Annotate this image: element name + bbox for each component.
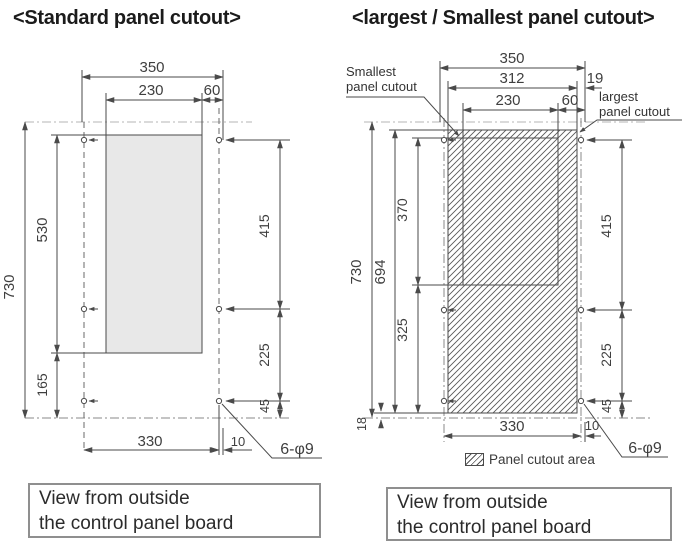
dim-smallest-height: 370 <box>394 198 410 222</box>
dim-overall-width: 350 <box>499 50 524 67</box>
dim-415: 415 <box>598 214 614 238</box>
title-largest-smallest-panel-cutout: <largest / Smallest panel cutout> <box>352 7 655 29</box>
standard-cutout-area <box>105 134 203 354</box>
largest-panel-cutout-label: largest panel cutout <box>599 89 670 119</box>
dim-415: 415 <box>256 214 272 238</box>
largest-label-line2: panel cutout <box>599 104 670 119</box>
caption-adjustable-line2: the control panel board <box>397 517 592 538</box>
title-standard-panel-cutout: <Standard panel cutout> <box>13 7 241 29</box>
adjustable-drawing: 350 312 19 230 60 730 694 370 325 18 415… <box>346 50 682 458</box>
dim-cutout-height: 530 <box>34 217 51 242</box>
dim-overall-height: 730 <box>1 274 18 299</box>
caption-standard: View from outside the control panel boar… <box>28 483 321 538</box>
smallest-cutout-area <box>462 137 559 286</box>
dim-right-margin: 60 <box>562 92 579 109</box>
dim-325: 325 <box>394 318 410 342</box>
dim-overall-height: 730 <box>348 259 365 284</box>
caption-adjustable: View from outside the control panel boar… <box>386 487 672 541</box>
dim-18: 18 <box>355 417 369 431</box>
dim-overall-width: 350 <box>139 59 164 76</box>
smallest-label-line1: Smallest <box>346 64 396 79</box>
hatch-swatch-icon <box>465 453 484 466</box>
dim-bottom-section: 165 <box>34 373 50 397</box>
caption-adjustable-line1: View from outside <box>397 492 548 513</box>
dim-225: 225 <box>598 343 614 367</box>
hole-callout: 6-φ9 <box>628 440 662 457</box>
dim-hole-span: 330 <box>499 418 524 435</box>
dim-largest-width: 312 <box>499 70 524 87</box>
dim-right-margin: 60 <box>204 82 221 99</box>
dim-225: 225 <box>256 343 272 367</box>
largest-label-line1: largest <box>599 89 639 104</box>
dim-side-margin: 19 <box>587 70 604 87</box>
legend-label: Panel cutout area <box>489 452 595 467</box>
caption-standard-line2: the control panel board <box>39 513 234 534</box>
dim-largest-height: 694 <box>372 259 389 284</box>
largest-cutout-area <box>447 129 578 414</box>
dim-45: 45 <box>258 399 272 413</box>
dim-45: 45 <box>600 399 614 413</box>
dim-smallest-width: 230 <box>495 92 520 109</box>
smallest-panel-cutout-label: Smallest panel cutout <box>346 64 417 94</box>
dim-cutout-width: 230 <box>138 82 163 99</box>
dim-hole-offset: 10 <box>231 434 245 449</box>
dim-hole-span: 330 <box>137 433 162 450</box>
standard-drawing: 350 230 60 730 530 165 415 225 45 330 10… <box>1 59 322 459</box>
smallest-label-line2: panel cutout <box>346 79 417 94</box>
caption-standard-line1: View from outside <box>39 488 190 509</box>
legend-panel-cutout-area: Panel cutout area <box>465 452 595 467</box>
dim-hole-offset: 10 <box>585 418 599 433</box>
mounting-holes-standard <box>80 136 223 405</box>
mounting-holes-adjustable <box>440 136 585 405</box>
hole-callout: 6-φ9 <box>280 441 314 458</box>
